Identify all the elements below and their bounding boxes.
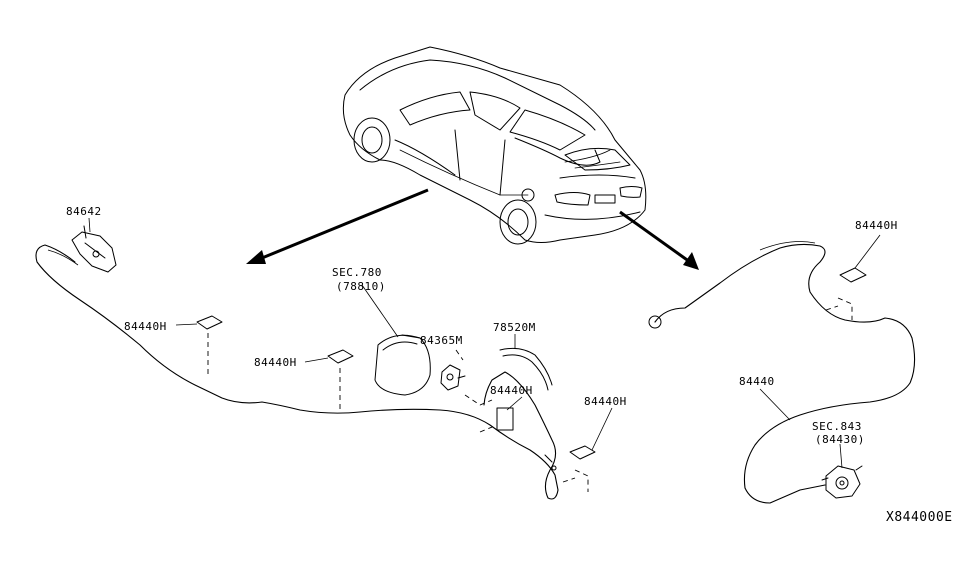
label-sec780-ref: (78810) xyxy=(336,280,386,293)
label-84440H-e: 84440H xyxy=(855,219,898,232)
leader-sec780 xyxy=(361,284,399,338)
label-84440H-c: 84440H xyxy=(490,384,533,397)
label-84440H-d: 84440H xyxy=(584,395,627,408)
label-sec843-ref: (84430) xyxy=(815,433,865,446)
leader-84440H-5 xyxy=(854,234,881,269)
direction-arrow-right xyxy=(619,210,699,270)
leader-84440H-1 xyxy=(175,323,198,326)
actuator-icon xyxy=(440,364,466,391)
label-84642: 84642 xyxy=(66,205,102,218)
leader-84440H-3 xyxy=(506,396,523,411)
fuel-lid-opener-cable-inner xyxy=(47,249,79,266)
trunk-cable-sleeve xyxy=(759,241,816,251)
clip-84440H-5 xyxy=(825,267,867,320)
label-84440: 84440 xyxy=(739,375,775,388)
leader-84440H-2 xyxy=(304,357,329,363)
label-sec843: SEC.843 xyxy=(812,420,862,433)
label-84440H-a: 84440H xyxy=(124,320,167,333)
label-78520M: 78520M xyxy=(493,321,536,334)
clip-84440H-1 xyxy=(196,315,223,378)
fuel-lid-opener-cable xyxy=(35,244,559,500)
clip-84440H-4 xyxy=(562,445,596,492)
label-sec780: SEC.780 xyxy=(332,266,382,279)
trunk-opener-cable xyxy=(654,243,916,504)
leader-84642 xyxy=(88,217,91,233)
label-84365M: 84365M xyxy=(420,334,463,347)
direction-arrow-left xyxy=(246,188,429,264)
car-rear-view-icon xyxy=(342,46,647,245)
cable-end-ring xyxy=(648,315,662,329)
opener-lever-icon xyxy=(71,225,117,273)
leader-84440H-4 xyxy=(591,407,613,451)
leader-sec843 xyxy=(839,443,843,469)
clip-84440H-3 xyxy=(479,407,514,433)
clip-84440H-2 xyxy=(327,349,354,410)
diagram-code: X844000E xyxy=(886,510,953,525)
leader-84440 xyxy=(759,388,791,421)
trunk-lock-actuator-icon xyxy=(821,465,863,499)
cable-guide xyxy=(499,347,557,471)
leader-84365M xyxy=(455,349,493,406)
label-84440H-b: 84440H xyxy=(254,356,297,369)
fuel-filler-lid-icon xyxy=(374,334,431,396)
